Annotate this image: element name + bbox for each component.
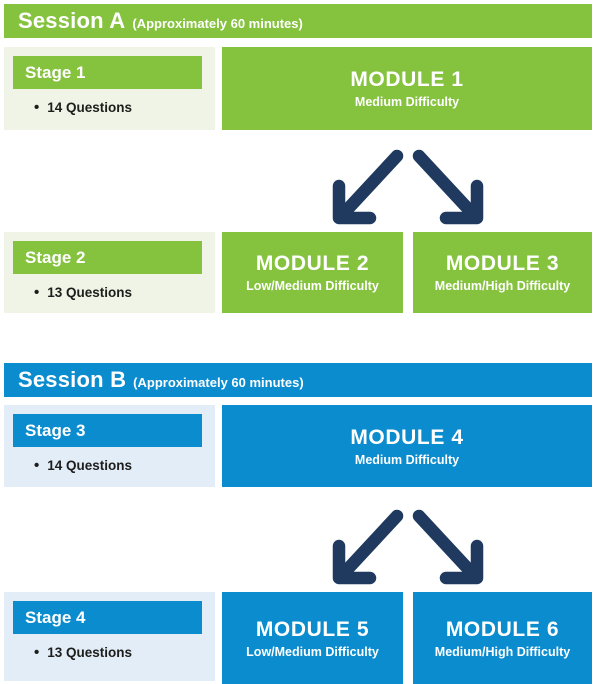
session-a-header: Session A (Approximately 60 minutes) [4, 4, 592, 38]
stage-4-panel: Stage 4 13 Questions [4, 592, 215, 681]
stage-1-panel: Stage 1 14 Questions [4, 47, 215, 130]
session-b-title: Session B [18, 367, 127, 392]
module-2-title: MODULE 2 [255, 252, 370, 275]
stage-4-box: Stage 4 [13, 601, 202, 634]
stage-1-label: Stage 1 [25, 62, 86, 82]
stage-2-box: Stage 2 [13, 241, 202, 274]
bullet-icon [34, 285, 39, 300]
stage-2-questions: 13 Questions [34, 285, 132, 300]
module-4-difficulty: Medium Difficulty [354, 452, 460, 467]
module-1-box: MODULE 1 Medium Difficulty [222, 47, 592, 130]
module-2-box: MODULE 2 Low/Medium Difficulty [222, 232, 403, 313]
module-6-box: MODULE 6 Medium/High Difficulty [413, 592, 592, 684]
stage-3-questions-text: 14 Questions [47, 458, 133, 473]
session-b-duration: (Approximately 60 minutes) [133, 374, 304, 390]
module-5-difficulty: Low/Medium Difficulty [246, 644, 379, 659]
module-1-difficulty: Medium Difficulty [354, 95, 460, 109]
stage-3-label: Stage 3 [25, 420, 86, 440]
stage-3-box: Stage 3 [13, 414, 202, 447]
module-3-difficulty: Medium/High Difficulty [434, 279, 571, 293]
session-a-title: Session A [18, 8, 126, 33]
stage-2-label: Stage 2 [25, 247, 86, 267]
module-4-box: MODULE 4 Medium Difficulty [222, 405, 592, 487]
stage-1-questions: 14 Questions [34, 100, 132, 115]
stage-2-questions-text: 13 Questions [47, 285, 133, 300]
session-a-duration: (Approximately 60 minutes) [132, 15, 303, 31]
stage-4-questions-text: 13 Questions [47, 645, 133, 660]
split-arrows-icon [332, 509, 484, 585]
bullet-icon [34, 645, 39, 660]
module-5-box: MODULE 5 Low/Medium Difficulty [222, 592, 403, 684]
module-3-box: MODULE 3 Medium/High Difficulty [413, 232, 592, 313]
bullet-icon [34, 100, 39, 115]
stage-3-panel: Stage 3 14 Questions [4, 405, 215, 487]
stage-1-box: Stage 1 [13, 56, 202, 89]
split-arrows-icon [332, 149, 484, 225]
stage-3-questions: 14 Questions [34, 458, 132, 473]
module-2-difficulty: Low/Medium Difficulty [246, 279, 379, 293]
stage-2-panel: Stage 2 13 Questions [4, 232, 215, 313]
bullet-icon [34, 458, 39, 473]
session-b-header: Session B (Approximately 60 minutes) [4, 363, 592, 397]
stage-4-label: Stage 4 [25, 607, 86, 627]
module-5-title: MODULE 5 [255, 617, 370, 641]
module-6-difficulty: Medium/High Difficulty [434, 644, 571, 659]
module-4-title: MODULE 4 [350, 425, 464, 449]
stage-1-questions-text: 14 Questions [47, 100, 133, 115]
stage-4-questions: 13 Questions [34, 645, 132, 660]
module-1-title: MODULE 1 [350, 68, 464, 91]
module-6-title: MODULE 6 [445, 617, 560, 641]
module-3-title: MODULE 3 [445, 252, 560, 275]
